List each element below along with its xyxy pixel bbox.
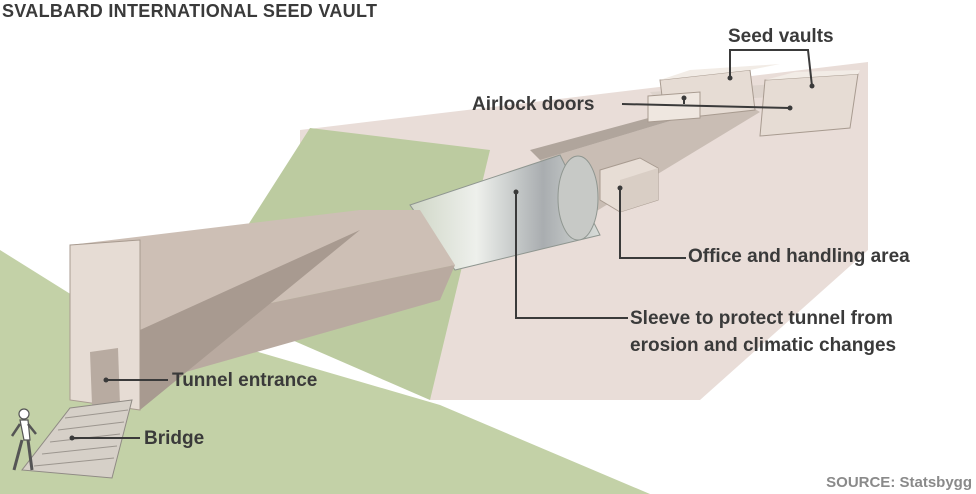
sleeve-end (558, 156, 598, 240)
label-sleeve-line1: Sleeve to protect tunnel from (630, 308, 893, 330)
label-seed-vaults: Seed vaults (728, 26, 834, 48)
seed-vault-right (760, 74, 858, 136)
entrance-door (90, 348, 120, 405)
label-tunnel-entrance: Tunnel entrance (172, 370, 317, 392)
label-bridge: Bridge (144, 428, 204, 450)
source-credit: SOURCE: Statsbygg (826, 474, 972, 491)
airlock-block (648, 92, 700, 122)
page-title: SVALBARD INTERNATIONAL SEED VAULT (2, 1, 377, 22)
label-sleeve-line2: erosion and climatic changes (630, 335, 896, 357)
label-office-area: Office and handling area (688, 246, 910, 268)
label-airlock-doors: Airlock doors (472, 94, 594, 116)
